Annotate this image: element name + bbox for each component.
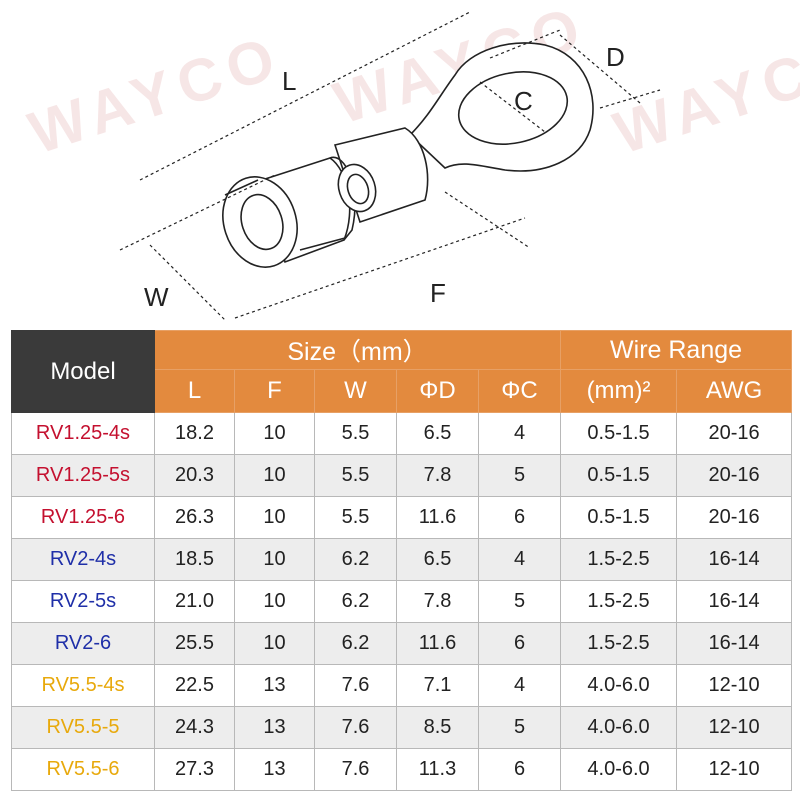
table-cell: 18.5 — [154, 538, 235, 581]
table-cell: 7.1 — [396, 664, 479, 707]
table-cell: 5 — [477, 454, 562, 497]
table-cell: 11.6 — [396, 622, 479, 665]
table-cell: 10 — [234, 580, 315, 623]
column-header: AWG — [676, 369, 793, 413]
table-cell: 13 — [234, 748, 315, 791]
column-header: (mm)² — [560, 369, 678, 413]
table-cell: 16-14 — [676, 538, 793, 581]
model-cell: RV1.25-4s — [11, 412, 155, 455]
table-cell: 5 — [477, 706, 562, 749]
table-cell: 4.0-6.0 — [560, 664, 678, 707]
table-cell: 6 — [477, 496, 562, 539]
table-cell: 7.8 — [396, 580, 479, 623]
table-cell: 25.5 — [154, 622, 235, 665]
table-cell: 7.6 — [314, 706, 397, 749]
table-cell: 11.6 — [396, 496, 479, 539]
table-cell: 18.2 — [154, 412, 235, 455]
table-cell: 4 — [477, 412, 562, 455]
wire-range-header: Wire Range — [560, 330, 793, 370]
table-cell: 20.3 — [154, 454, 235, 497]
table-cell: 1.5-2.5 — [560, 580, 678, 623]
column-header: L — [154, 369, 235, 413]
table-cell: 0.5-1.5 — [560, 454, 678, 497]
table-cell: 12-10 — [676, 748, 793, 791]
table-cell: 4.0-6.0 — [560, 706, 678, 749]
table-cell: 24.3 — [154, 706, 235, 749]
table-cell: 10 — [234, 412, 315, 455]
column-header: W — [314, 369, 397, 413]
dimension-label-l: L — [282, 66, 296, 96]
table-cell: 22.5 — [154, 664, 235, 707]
table-cell: 5.5 — [314, 496, 397, 539]
ring-terminal-drawing: L D C W F — [119, 11, 661, 321]
table-cell: 5.5 — [314, 454, 397, 497]
table-cell: 6.2 — [314, 538, 397, 581]
table-cell: 4.0-6.0 — [560, 748, 678, 791]
dimension-label-d: D — [606, 42, 625, 72]
table-cell: 0.5-1.5 — [560, 412, 678, 455]
model-cell: RV2-6 — [11, 622, 155, 665]
model-cell: RV2-4s — [11, 538, 155, 581]
column-header: ΦC — [477, 369, 562, 413]
column-header: ΦD — [396, 369, 479, 413]
table-cell: 27.3 — [154, 748, 235, 791]
dimension-label-c: C — [514, 86, 533, 116]
table-cell: 1.5-2.5 — [560, 622, 678, 665]
table-cell: 13 — [234, 706, 315, 749]
table-cell: 6.2 — [314, 622, 397, 665]
size-header: Size（mm） — [153, 330, 562, 370]
table-cell: 1.5-2.5 — [560, 538, 678, 581]
table-cell: 7.8 — [396, 454, 479, 497]
model-cell: RV2-5s — [11, 580, 155, 623]
table-cell: 13 — [234, 664, 315, 707]
table-cell: 10 — [234, 496, 315, 539]
model-cell: RV5.5-6 — [11, 748, 155, 791]
table-cell: 16-14 — [676, 622, 793, 665]
dimension-label-w: W — [144, 282, 169, 312]
table-cell: 20-16 — [676, 454, 793, 497]
table-cell: 7.6 — [314, 664, 397, 707]
table-cell: 11.3 — [396, 748, 479, 791]
table-cell: 20-16 — [676, 412, 793, 455]
table-cell: 0.5-1.5 — [560, 496, 678, 539]
table-cell: 26.3 — [154, 496, 235, 539]
table-cell: 6.5 — [396, 538, 479, 581]
table-cell: 4 — [477, 664, 562, 707]
dimension-label-f: F — [430, 278, 446, 308]
column-header: F — [234, 369, 315, 413]
table-cell: 7.6 — [314, 748, 397, 791]
model-header: Model — [11, 330, 155, 413]
table-cell: 12-10 — [676, 664, 793, 707]
table-cell: 21.0 — [154, 580, 235, 623]
table-cell: 10 — [234, 538, 315, 581]
model-cell: RV1.25-6 — [11, 496, 155, 539]
table-cell: 6 — [477, 622, 562, 665]
table-cell: 6.2 — [314, 580, 397, 623]
table-cell: 6.5 — [396, 412, 479, 455]
table-cell: 5.5 — [314, 412, 397, 455]
table-cell: 6 — [477, 748, 562, 791]
table-cell: 20-16 — [676, 496, 793, 539]
model-cell: RV5.5-5 — [11, 706, 155, 749]
model-cell: RV5.5-4s — [11, 664, 155, 707]
table-cell: 8.5 — [396, 706, 479, 749]
table-cell: 10 — [234, 622, 315, 665]
table-cell: 12-10 — [676, 706, 793, 749]
table-cell: 5 — [477, 580, 562, 623]
table-cell: 16-14 — [676, 580, 793, 623]
table-cell: 4 — [477, 538, 562, 581]
table-cell: 10 — [234, 454, 315, 497]
model-cell: RV1.25-5s — [11, 454, 155, 497]
